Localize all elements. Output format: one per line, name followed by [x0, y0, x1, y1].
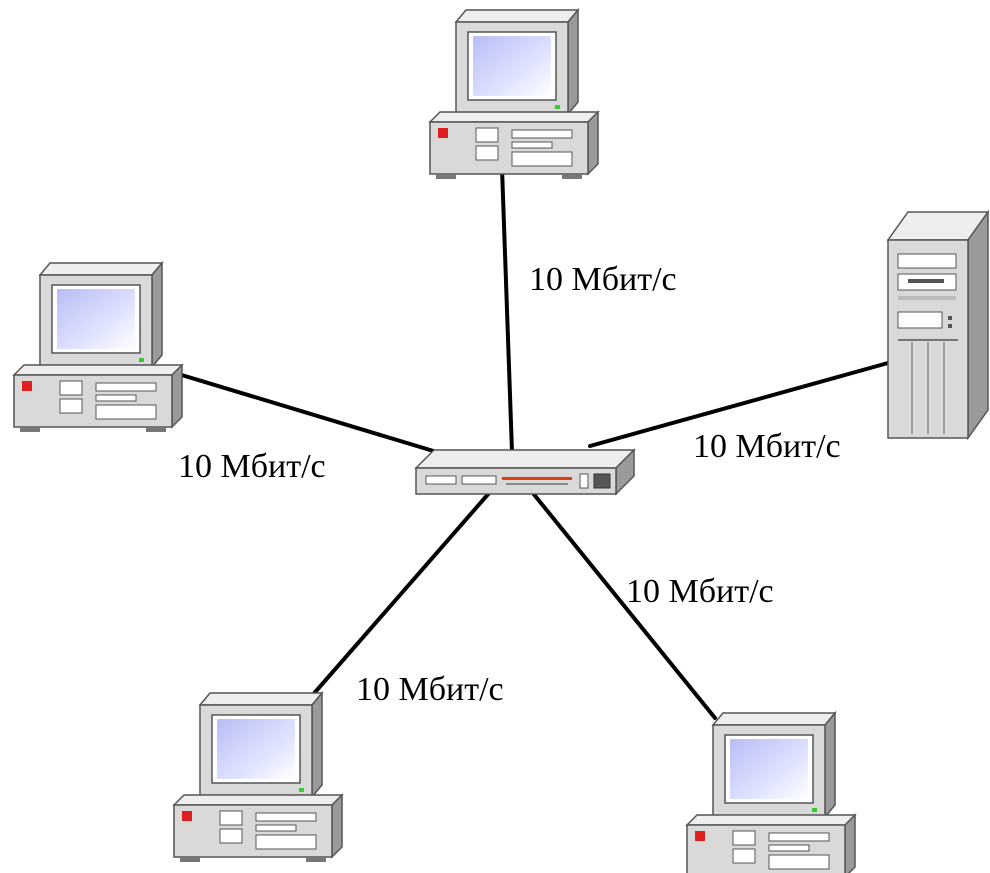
link-label-left: 10 Мбит/с — [178, 448, 326, 485]
link-line-bottom-left — [308, 490, 492, 700]
link-line-bottom-right — [530, 490, 717, 720]
link-label-right: 10 Мбит/с — [693, 428, 841, 465]
link-label-bottom-right: 10 Мбит/с — [626, 573, 774, 610]
link-label-top: 10 Мбит/с — [529, 261, 677, 298]
link-line-right — [588, 361, 890, 448]
link-line-top — [500, 166, 514, 454]
desktop-computer-icon — [429, 9, 599, 180]
network-switch-icon — [414, 448, 636, 496]
desktop-computer-icon — [13, 262, 183, 433]
desktop-computer-icon — [173, 692, 343, 863]
tower-server-icon — [887, 211, 989, 439]
link-label-bottom-left: 10 Мбит/с — [356, 671, 504, 708]
desktop-computer-icon — [686, 712, 856, 873]
link-line-left — [173, 371, 452, 458]
